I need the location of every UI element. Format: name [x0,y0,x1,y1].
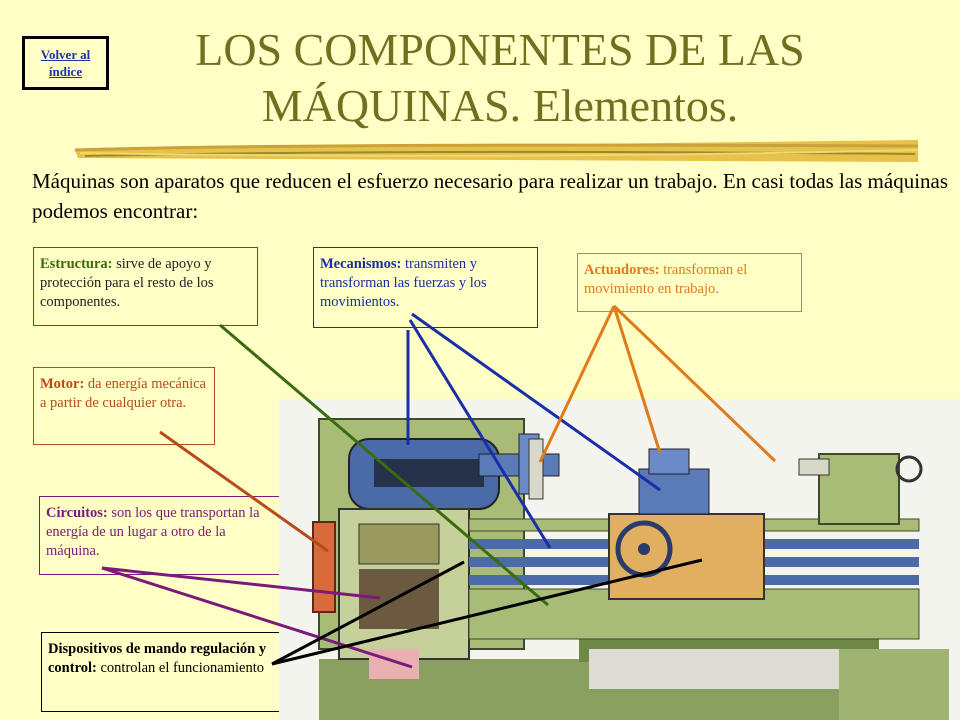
intro-text: Máquinas son aparatos que reducen el esf… [32,169,949,223]
circuitos-box: Circuitos: son los que transportan la en… [39,496,282,575]
dispositivos-desc: controlan el funcionamiento [96,660,264,676]
title-line-1: LOS COMPONENTES DE LAS [195,24,805,75]
motor-box: Motor: da energía mecánica a partir de c… [33,367,215,445]
actuadores-desc: transforman el movimiento en trabajo. [584,262,748,297]
lathe-machine-illustration [279,399,960,720]
dispositivos-box: Dispositivos de mando regulación y contr… [41,632,284,712]
back-to-index-box[interactable]: Volver al índice [22,36,109,90]
actuadores-term: Actuadores: [584,262,660,278]
mecanismos-term: Mecanismos: [320,256,402,272]
estructura-box: Estructura: sirve de apoyo y protección … [33,247,258,326]
mecanismos-desc: transmiten y transforman las fuerzas y l… [320,256,487,310]
actuadores-box: Actuadores: transforman el movimiento en… [577,253,802,312]
motor-term: Motor: [40,376,85,392]
title-line-2: MÁQUINAS. Elementos. [261,80,739,131]
back-to-index-link[interactable]: Volver al índice [40,47,91,79]
motor-desc: da energía mecánica a partir de cualquie… [40,376,206,411]
mecanismos-box: Mecanismos: transmiten y transforman las… [313,247,538,328]
estructura-term: Estructura: [40,256,113,272]
circuitos-term: Circuitos: [46,505,108,521]
slide-title: LOS COMPONENTES DE LAS MÁQUINAS. Element… [120,22,880,134]
estructura-desc: sirve de apoyo y protección para el rest… [40,256,214,310]
brush-divider [74,140,919,162]
